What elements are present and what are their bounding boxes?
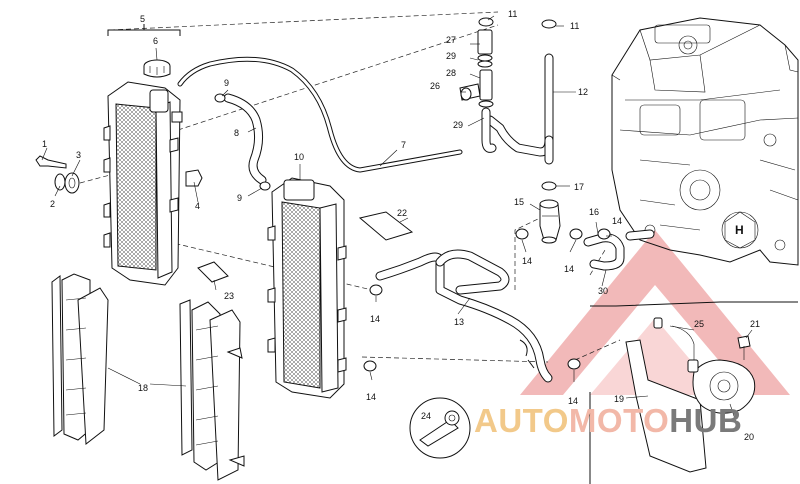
callout-21: 21 — [750, 319, 760, 329]
thermostat-15 — [539, 199, 561, 244]
hose-27 — [477, 29, 497, 153]
callout-9b: 9 — [237, 193, 242, 203]
leader-lines — [41, 15, 753, 429]
tee-fitting-28 — [459, 69, 494, 108]
overflow-hose-7 — [177, 56, 463, 173]
callout-19: 19 — [614, 394, 624, 404]
callout-14f: 14 — [612, 216, 622, 226]
callout-10: 10 — [294, 152, 304, 162]
foam-pad-22 — [358, 211, 414, 241]
callout-29b: 29 — [453, 120, 463, 130]
callout-11a: 11 — [508, 9, 517, 19]
callout-labels: 1 2 3 4 5 6 7 8 9 9 10 11 11 12 13 14 14… — [42, 9, 760, 442]
left-radiator — [103, 81, 183, 286]
callout-25: 25 — [694, 319, 704, 329]
callout-15: 15 — [514, 197, 524, 207]
callout-12: 12 — [578, 87, 588, 97]
callout-20: 20 — [744, 432, 754, 442]
callout-3: 3 — [76, 150, 81, 160]
callout-23: 23 — [224, 291, 234, 301]
callout-16: 16 — [589, 207, 599, 217]
callout-11b: 11 — [570, 21, 579, 31]
callout-9a: 9 — [224, 78, 229, 88]
hose-clamps — [214, 17, 611, 372]
callout-28: 28 — [446, 68, 456, 78]
callout-13: 13 — [454, 317, 464, 327]
callout-2: 2 — [50, 199, 55, 209]
radiator-cap — [143, 59, 171, 78]
callout-8: 8 — [234, 128, 239, 138]
callout-7: 7 — [401, 140, 406, 150]
callout-14c: 14 — [370, 314, 380, 324]
callout-14d: 14 — [366, 392, 376, 402]
callout-bracket-5 — [107, 24, 181, 36]
callout-27: 27 — [446, 35, 456, 45]
callout-14b: 14 — [564, 264, 574, 274]
callout-18: 18 — [138, 383, 148, 393]
watermark-triangle — [520, 230, 790, 395]
callout-14e: 14 — [568, 396, 578, 406]
foam-pad-23 — [197, 261, 229, 283]
engine-illustration: H — [611, 17, 799, 266]
watermark-part-2: MOTO — [569, 402, 669, 439]
callout-1: 1 — [42, 139, 47, 149]
svg-text:AUTOMOTOHUB: AUTOMOTOHUB — [474, 402, 742, 439]
callout-24: 24 — [421, 411, 431, 421]
callout-26: 26 — [430, 81, 440, 91]
radiator-louvres — [51, 273, 245, 481]
callout-5: 5 — [140, 14, 145, 24]
fan-kit — [589, 301, 798, 484]
right-radiator — [267, 177, 347, 399]
callout-6: 6 — [153, 36, 158, 46]
svg-text:H: H — [735, 223, 744, 237]
pipe-12 — [485, 53, 554, 165]
callout-30: 30 — [598, 286, 608, 296]
screw-parts — [35, 155, 203, 194]
callout-22: 22 — [397, 208, 407, 218]
callout-14a: 14 — [522, 256, 532, 266]
part-24-inset — [409, 397, 471, 459]
callout-17: 17 — [574, 182, 584, 192]
callout-29a: 29 — [446, 51, 456, 61]
watermark-part-3: HUB — [669, 402, 742, 439]
hose-8 — [223, 93, 267, 185]
callout-4: 4 — [195, 201, 200, 211]
watermark-part-1: AUTO — [474, 402, 569, 439]
lower-hose-13 — [375, 249, 553, 383]
watermark-logo: AUTOMOTOHUB — [474, 402, 742, 439]
